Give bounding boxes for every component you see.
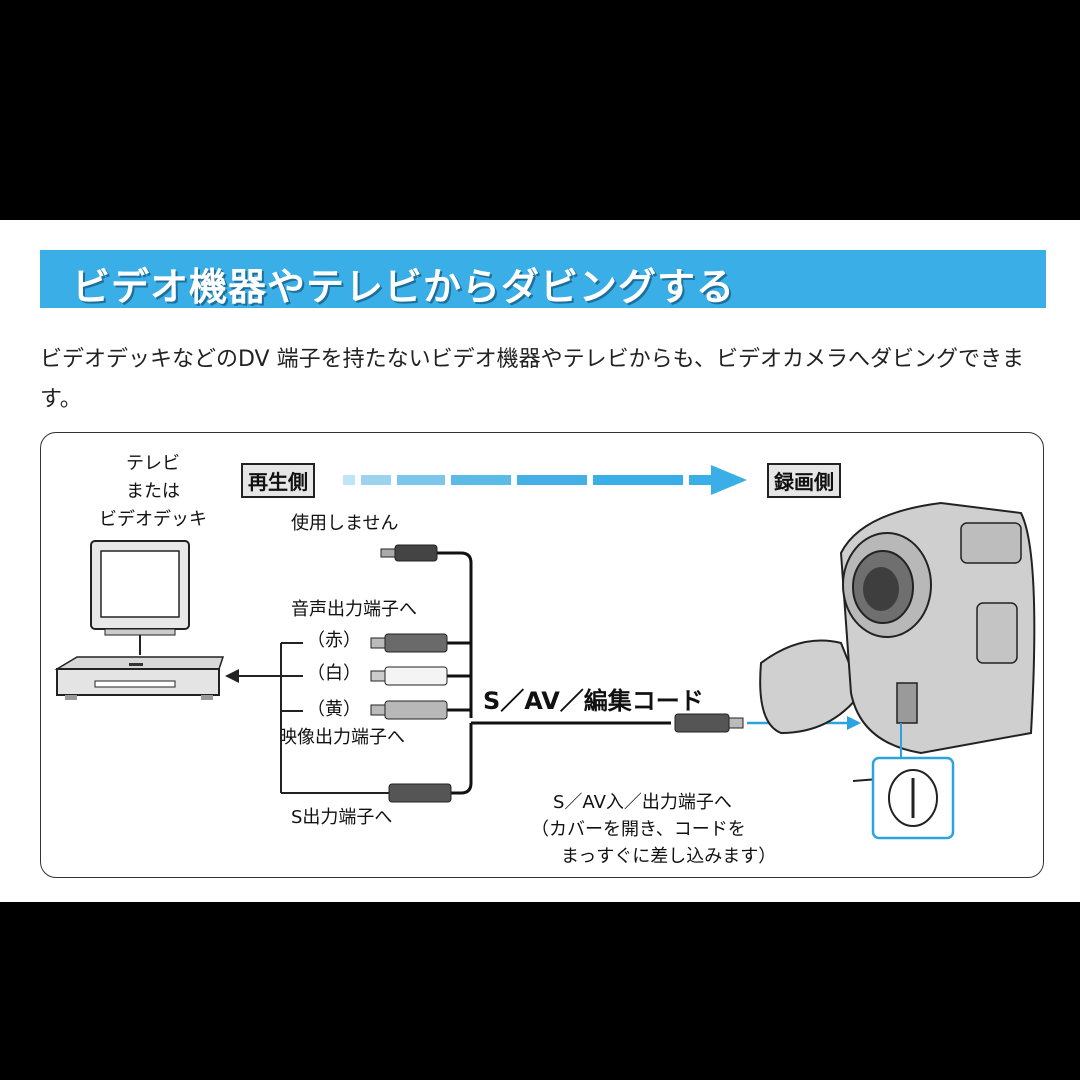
tv-icon — [90, 540, 190, 655]
red-plug — [370, 633, 448, 653]
manual-panel: ビデオ機器やテレビからダビングする ビデオデッキなどのDV 端子を持たないビデオ… — [0, 220, 1080, 902]
connection-diagram: テレビ または ビデオデッキ 再生側 録画側 使用しません 音声出力端子へ （赤… — [40, 432, 1044, 878]
playback-side-tag: 再生側 — [241, 463, 315, 498]
not-used-label: 使用しません — [291, 513, 399, 534]
camera-port-label-line-3: まっすぐに差し込みます） — [561, 846, 777, 867]
intro-paragraph: ビデオデッキなどのDV 端子を持たないビデオ機器やテレビからも、ビデオカメラへダ… — [40, 347, 1024, 412]
source-label-line-1: テレビ — [126, 453, 180, 474]
source-label-line-3: ビデオデッキ — [99, 509, 207, 530]
jack-closeup-callout — [871, 723, 955, 840]
audio-out-label: 音声出力端子へ — [291, 599, 417, 620]
dubbing-direction-arrow — [343, 465, 747, 495]
white-plug — [370, 666, 448, 686]
s-video-plug — [388, 783, 452, 803]
camera-plug — [674, 713, 744, 733]
white-plug-label: （白） — [307, 663, 361, 684]
yellow-plug-label: （黄） — [307, 699, 361, 720]
to-deck-arrow — [225, 642, 389, 794]
s-out-label: S出力端子へ — [291, 807, 393, 828]
camcorder-icon — [759, 501, 1036, 782]
diagram-artwork — [54, 465, 1036, 840]
title-bar: ビデオ機器やテレビからダビングする — [40, 250, 1046, 309]
red-plug-label: （赤） — [307, 630, 361, 651]
recording-side-tag: 録画側 — [767, 463, 841, 498]
page-title: ビデオ機器やテレビからダビングする — [72, 265, 736, 309]
av-cable — [436, 551, 671, 795]
yellow-plug — [370, 700, 448, 720]
cord-name-label: S／AV／編集コード — [483, 687, 704, 715]
video-out-label: 映像出力端子へ — [279, 727, 405, 748]
source-label-line-2: または — [126, 481, 180, 502]
camera-port-label-line-1: S／AV入／出力端子へ — [553, 792, 732, 813]
camera-port-label-line-2: （カバーを開き、コードを — [531, 819, 746, 840]
vcr-deck-icon — [54, 656, 225, 700]
unused-plug — [380, 544, 438, 562]
